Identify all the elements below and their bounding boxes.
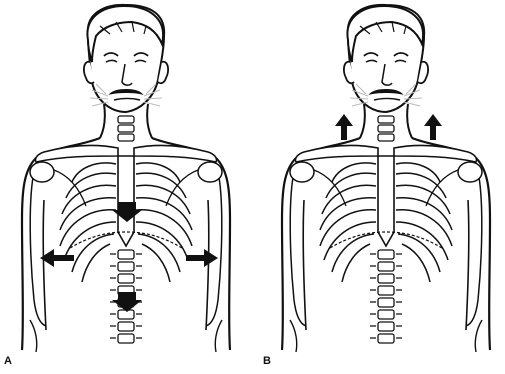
panel-a-figure (22, 5, 230, 352)
panel-label-b: B (263, 355, 271, 367)
panel-label-a: A (4, 355, 12, 367)
arrow-left-side (40, 249, 74, 267)
panel-b-torso (282, 5, 490, 352)
arrow-up-left-shoulder (335, 114, 353, 140)
arrow-down-abdomen (112, 292, 142, 312)
panel-b-figure (282, 5, 490, 352)
arrow-up-right-shoulder (424, 114, 442, 140)
arrow-right-side (186, 249, 218, 267)
arrow-down-chest (112, 202, 142, 222)
